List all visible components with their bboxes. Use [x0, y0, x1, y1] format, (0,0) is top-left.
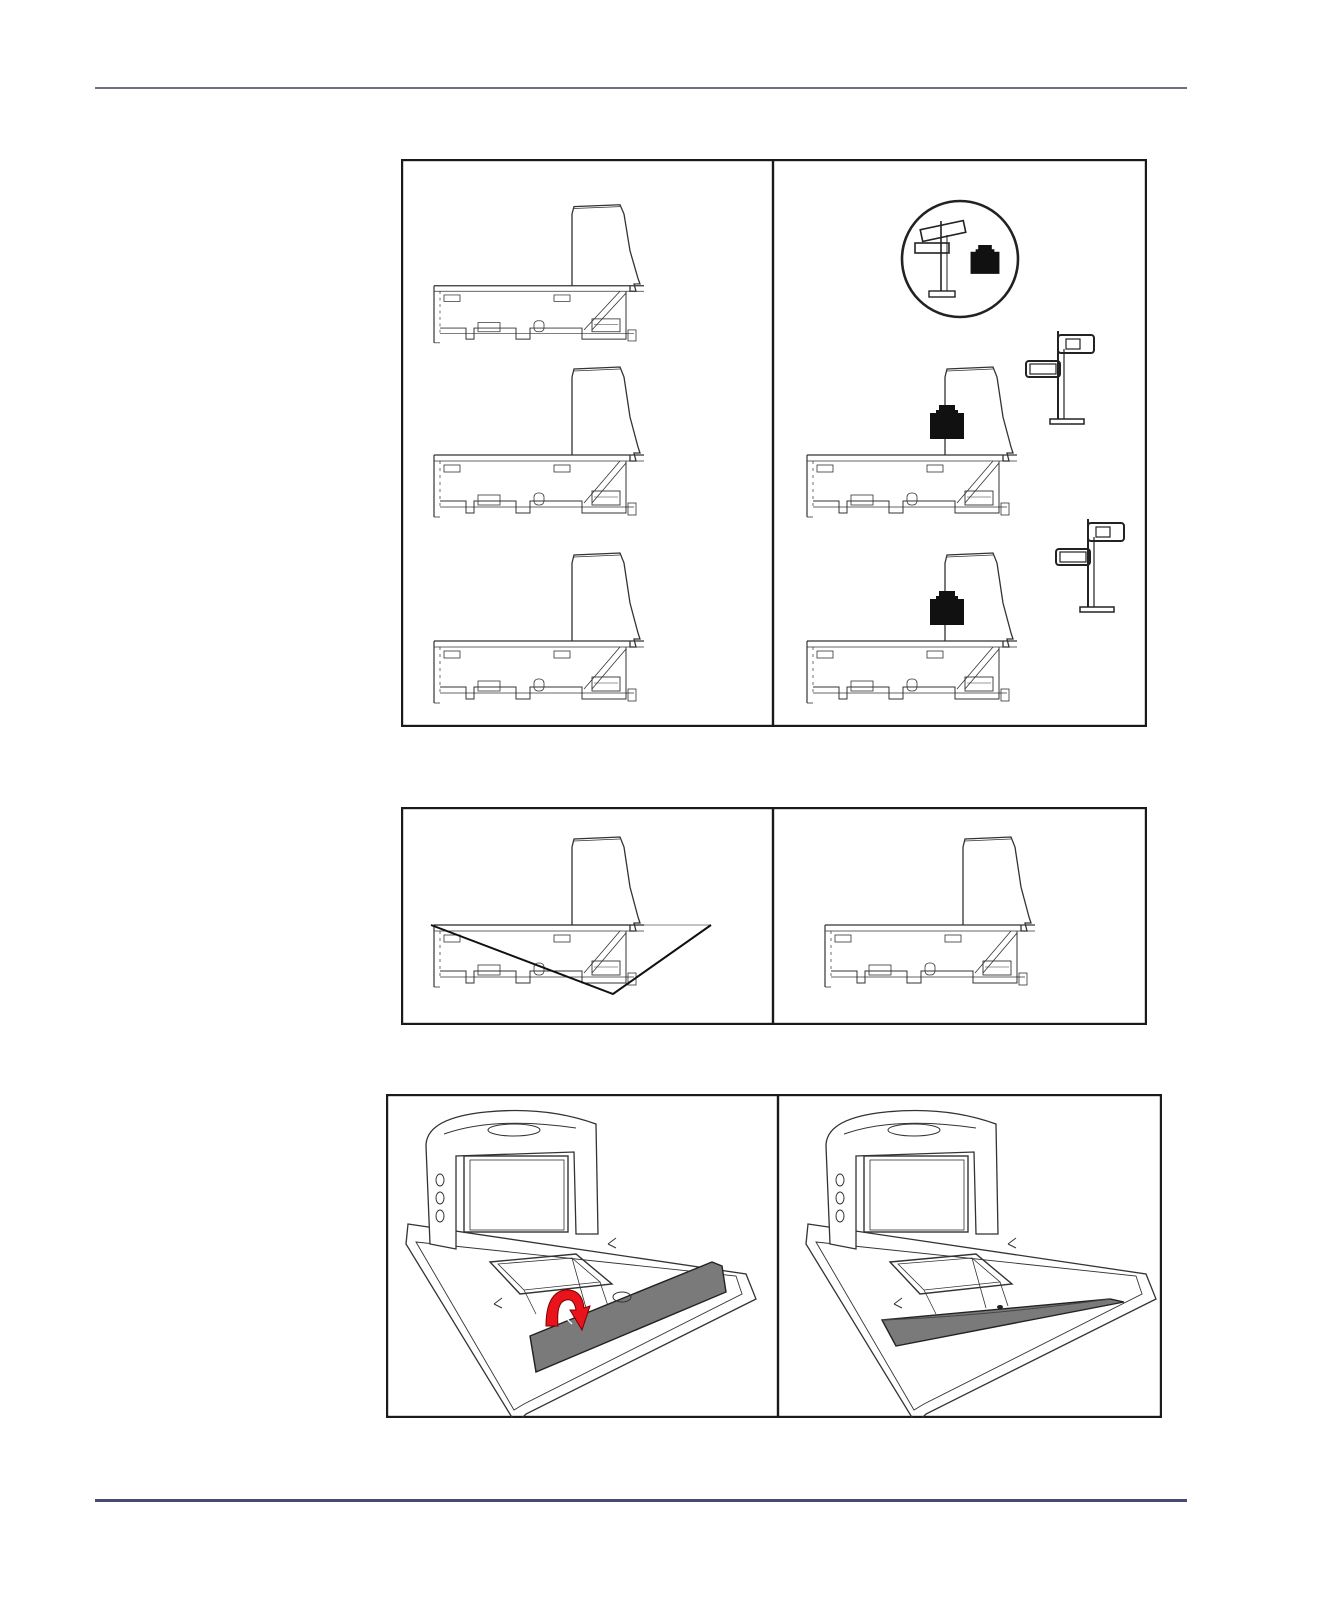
figure-platter-weighing	[401, 807, 1147, 1030]
figure-scale-calibration	[401, 159, 1147, 732]
figure-scale-calibration-drawing	[401, 159, 1147, 727]
figure-weighplate-install-drawing	[386, 1094, 1162, 1418]
calibration-weight-icon	[902, 201, 1018, 317]
figure-platter-weighing-drawing	[401, 807, 1147, 1025]
header-rule	[95, 87, 1187, 89]
footer-rule	[95, 1499, 1187, 1502]
figure-weighplate-install	[386, 1094, 1162, 1423]
